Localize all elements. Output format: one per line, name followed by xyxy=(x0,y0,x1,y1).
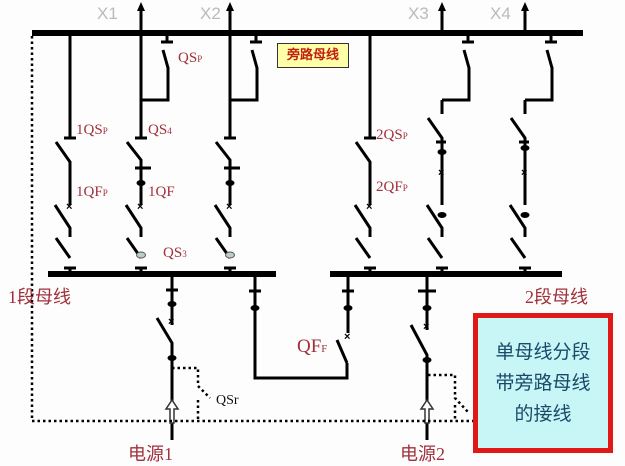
label-qff: QFF xyxy=(297,336,327,357)
label-qsp: QSP xyxy=(178,50,202,66)
dotted-bypass-links xyxy=(30,36,475,423)
label-2qfp: 2QFP xyxy=(376,179,408,195)
feeder-x1-branch: × xyxy=(124,33,151,274)
source-2-branch: × xyxy=(409,274,436,440)
feeder-x4-branch: × xyxy=(508,100,531,274)
svg-text:×: × xyxy=(344,331,350,343)
feeder-x3-branch: × xyxy=(425,100,448,274)
feeder-label-x3: X3 xyxy=(408,4,429,23)
section-bus-2-label: 2段母线 xyxy=(525,287,588,307)
source-2-label: 电源2 xyxy=(400,444,445,464)
svg-text:×: × xyxy=(137,201,143,213)
label-1qsp: 1QSP xyxy=(76,122,108,138)
svg-text:×: × xyxy=(168,316,174,328)
label-qs3: QS3 xyxy=(163,245,187,261)
label-qs4: QS4 xyxy=(148,122,172,138)
outgoing-arrows xyxy=(137,2,529,33)
source-1-label: 电源1 xyxy=(128,444,173,464)
label-1qfp: 1QFP xyxy=(76,184,108,200)
svg-text:×: × xyxy=(423,321,429,333)
title-line-1: 单母线分段 xyxy=(495,340,591,363)
title-line-3: 的接线 xyxy=(514,402,572,425)
feeder-label-x1: X1 xyxy=(97,4,118,23)
feeder-label-x4: X4 xyxy=(490,4,511,23)
bypass-breaker-2-branch: × xyxy=(353,33,376,274)
source-arrow-icon xyxy=(164,398,180,424)
svg-text:×: × xyxy=(366,201,372,213)
bus-tie-branch: × xyxy=(249,274,354,380)
source-arrow-icon xyxy=(419,398,435,424)
source-1-branch: × xyxy=(155,274,180,440)
bypass-bus-label: 旁路母线 xyxy=(277,43,349,68)
bypass-disconnectors xyxy=(141,33,557,102)
title-line-2: 带旁路母线 xyxy=(495,371,591,394)
label-2qsp: 2QSP xyxy=(376,127,408,143)
feeder-label-x2: X2 xyxy=(200,4,221,23)
svg-text:×: × xyxy=(438,167,444,179)
svg-text:×: × xyxy=(226,201,232,213)
label-qsr: QSr xyxy=(216,393,239,408)
label-1qf: 1QF xyxy=(148,184,175,200)
feeder-x2-branch: × xyxy=(213,33,240,274)
title-box: 单母线分段 带旁路母线 的接线 xyxy=(473,313,613,453)
bypass-breaker-1-branch: × xyxy=(53,33,76,274)
svg-text:×: × xyxy=(66,201,72,213)
section-bus-1-label: 1段母线 xyxy=(8,287,71,307)
svg-text:×: × xyxy=(521,167,527,179)
